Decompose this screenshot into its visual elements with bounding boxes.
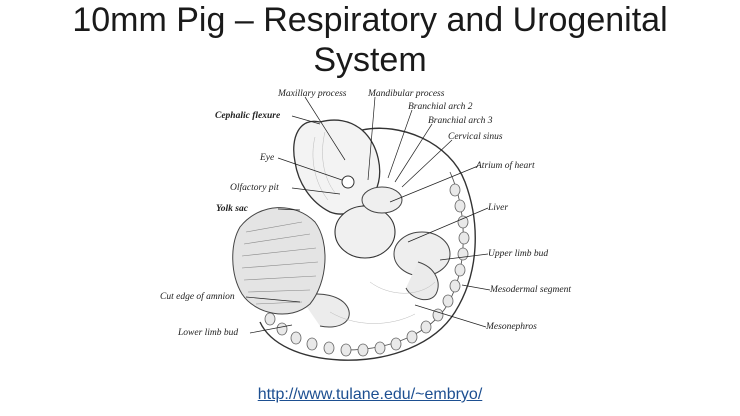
embryo-body [232, 119, 476, 361]
label-leader-lines [245, 96, 491, 334]
label-upper-limb-bud: Upper limb bud [488, 249, 548, 259]
label-liver: Liver [487, 203, 508, 213]
label-cut-edge-of-amnion: Cut edge of amnion [160, 291, 235, 302]
label-lower-limb-bud: Lower limb bud [177, 328, 238, 338]
label-cephalic-flexure: Cephalic flexure [215, 111, 281, 121]
label-branchial-arch-3: Branchial arch 3 [428, 116, 493, 126]
label-cervical-sinus: Cervical sinus [448, 132, 503, 142]
label-yolk-sac: Yolk sac [216, 204, 249, 214]
embryo-illustration: Maxillary process Mandibular process Bra… [150, 82, 600, 372]
label-mesodermal-segment: Mesodermal segment [489, 285, 571, 295]
label-branchial-arch-2: Branchial arch 2 [408, 102, 473, 112]
title-line-2: System [313, 41, 427, 79]
label-maxillary-process: Maxillary process [277, 89, 347, 99]
source-link[interactable]: http://www.tulane.edu/~embryo/ [257, 386, 483, 403]
label-mandibular-process: Mandibular process [367, 89, 445, 99]
title-line-1: 10mm Pig – Respiratory and Urogenital [72, 1, 668, 39]
label-eye: Eye [259, 153, 274, 163]
label-mesonephros: Mesonephros [485, 322, 537, 332]
label-olfactory-pit: Olfactory pit [230, 182, 279, 193]
slide-title: 10mm Pig – Respiratory and Urogenital Sy… [0, 0, 740, 80]
label-atrium-of-heart: Atrium of heart [475, 160, 535, 171]
source-link-container: http://www.tulane.edu/~embryo/ [0, 386, 740, 404]
embryo-drawing: Maxillary process Mandibular process Bra… [160, 89, 571, 361]
